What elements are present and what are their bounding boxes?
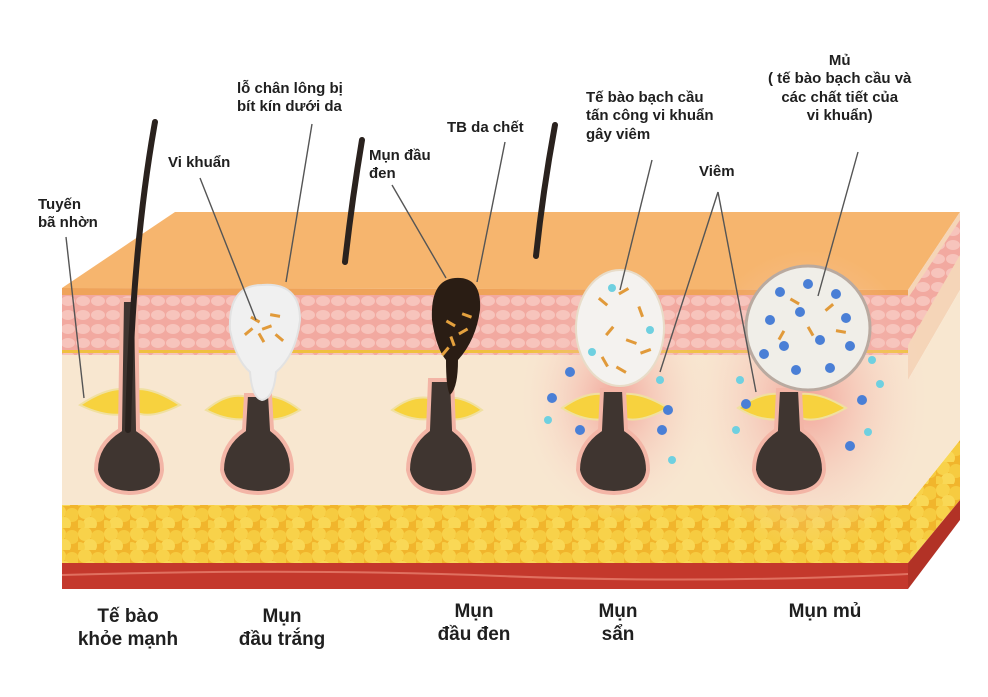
stage-label-blackhead: Mụn đầu đen (437, 601, 511, 646)
leader-lines (65, 123, 859, 399)
label-inflammation: Viêm (699, 163, 735, 180)
stage-label-papule: Mụn sẩn (598, 601, 638, 646)
follicle-blackhead (390, 277, 484, 496)
hair-strand (125, 119, 158, 433)
label-white-blood-cells: Tế bào bạch cầu tấn công vi khuẩn gây vi… (586, 89, 714, 143)
hair-strand-surface (342, 137, 365, 265)
label-pus: Mủ ( tế bào bạch cầu và các chất tiết củ… (768, 52, 912, 124)
stage-label-whitehead: Mụn đầu trắng (238, 606, 326, 651)
papule-sac (575, 269, 665, 387)
stage-label-pustule: Mụn mủ (788, 601, 862, 622)
label-blackhead-top: Mụn đầu đen (369, 147, 431, 183)
label-sebaceous-gland: Tuyến bã nhờn (38, 196, 98, 232)
follicle-healthy (78, 119, 182, 496)
stage-label-healthy: Tế bào khỏe mạnh (77, 606, 179, 651)
whitehead-plug (228, 283, 302, 402)
label-dead-skin-cells: TB da chết (447, 119, 524, 136)
hair-strand-surface (533, 122, 558, 259)
label-bacteria: Vi khuẩn (168, 154, 231, 171)
follicle-papule (544, 269, 676, 496)
follicle-pustule (732, 264, 884, 496)
skin-surface (62, 212, 960, 290)
blackhead-plug (431, 277, 481, 395)
label-clogged-pore: lỗ chân lông bị bít kín dưới da (237, 80, 343, 116)
